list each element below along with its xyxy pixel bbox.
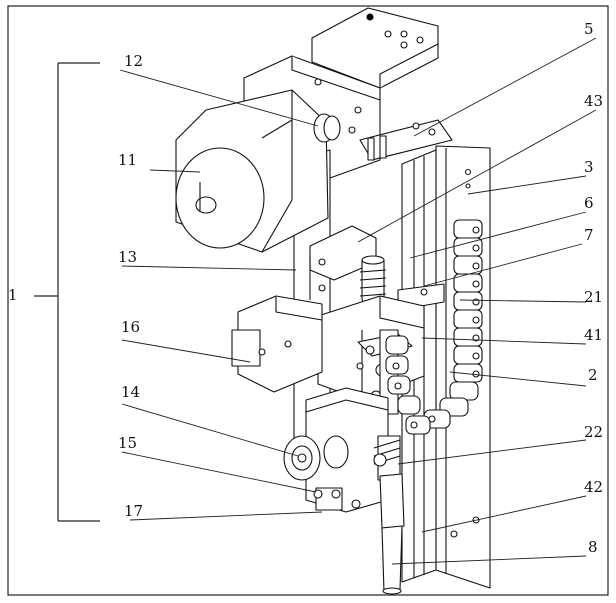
label-8: 8 bbox=[588, 538, 598, 556]
tension-spring bbox=[373, 435, 401, 481]
label-15: 15 bbox=[118, 434, 138, 452]
label-2: 2 bbox=[588, 366, 598, 384]
stepper-motor bbox=[175, 89, 329, 253]
gear-motor bbox=[231, 295, 323, 393]
label-7: 7 bbox=[584, 226, 594, 244]
cable-drag-chain bbox=[385, 219, 483, 435]
upper-bracket bbox=[359, 119, 453, 161]
label-17: 17 bbox=[124, 502, 144, 520]
label-42: 42 bbox=[584, 478, 604, 496]
label-5: 5 bbox=[584, 20, 594, 38]
motor-coupling bbox=[313, 113, 341, 143]
label-41: 41 bbox=[584, 326, 604, 344]
label-14: 14 bbox=[121, 383, 141, 401]
label-6: 6 bbox=[584, 194, 594, 212]
label-11: 11 bbox=[118, 151, 138, 169]
label-16: 16 bbox=[121, 318, 141, 336]
top-mounting-plate bbox=[311, 7, 439, 89]
assembly-bracket bbox=[34, 62, 100, 522]
label-12: 12 bbox=[124, 52, 144, 70]
label-21: 21 bbox=[584, 288, 604, 306]
label-1: 1 bbox=[8, 286, 18, 304]
label-43: 43 bbox=[584, 92, 604, 110]
label-3: 3 bbox=[584, 158, 594, 176]
dispensing-nozzle bbox=[379, 473, 405, 595]
label-13: 13 bbox=[118, 248, 138, 266]
pulley-wheel bbox=[283, 435, 349, 481]
label-22: 22 bbox=[584, 423, 604, 441]
leader-lines bbox=[119, 37, 597, 565]
lead-screw-spring bbox=[359, 255, 387, 303]
drawing-frame bbox=[7, 5, 609, 596]
